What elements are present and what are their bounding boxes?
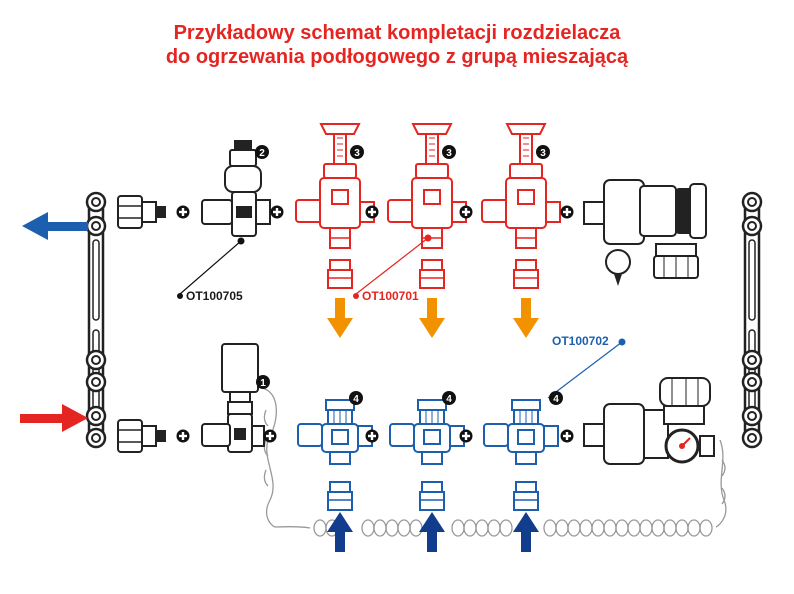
outlet-arrow-blue	[22, 212, 88, 240]
top-end-nut	[117, 195, 167, 229]
svg-text:3: 3	[354, 148, 360, 159]
svg-text:3: 3	[446, 148, 452, 159]
title-line-1: Przykładowy schemat kompletacji rozdziel…	[173, 22, 621, 44]
plus-icon	[560, 205, 574, 219]
left-bracket	[85, 191, 107, 449]
blue-arrow-3	[513, 512, 539, 552]
badge-4b: 4	[442, 391, 456, 405]
plus-icon	[365, 205, 379, 219]
blue-valve-1	[297, 399, 373, 511]
plus-icon	[176, 429, 190, 443]
plus-icon	[176, 205, 190, 219]
orange-arrow-3	[513, 298, 539, 338]
svg-text:4: 4	[353, 394, 359, 405]
svg-text:1: 1	[260, 378, 266, 389]
badge-3a: 3	[350, 145, 364, 159]
svg-text:4: 4	[553, 394, 559, 405]
plus-icon	[459, 429, 473, 443]
heating-coil	[261, 387, 727, 537]
badge-4c: 4	[549, 391, 563, 405]
leader-black	[179, 240, 242, 295]
svg-text:3: 3	[540, 148, 546, 159]
svg-text:4: 4	[446, 394, 452, 405]
bottom-end-nut	[117, 419, 167, 453]
plus-icon	[560, 429, 574, 443]
blue-arrow-1	[327, 512, 353, 552]
badge-3b: 3	[442, 145, 456, 159]
right-bracket	[741, 191, 763, 449]
blue-arrow-2	[419, 512, 445, 552]
code-black: OT100705	[186, 289, 243, 303]
bottom-right-group	[583, 377, 715, 465]
plus-icon	[263, 429, 277, 443]
badge-2: 2	[255, 145, 269, 159]
orange-arrow-2	[419, 298, 445, 338]
plus-icon	[365, 429, 379, 443]
leader-blue	[547, 341, 623, 399]
leader-red	[355, 237, 429, 295]
plus-icon	[270, 205, 284, 219]
svg-text:2: 2	[259, 148, 265, 159]
badge-1: 1	[256, 375, 270, 389]
blue-valve-2	[389, 399, 465, 511]
title-line-2: do ogrzewania podłogowego z grupą miesza…	[165, 46, 629, 68]
sensor-valve	[201, 343, 265, 453]
plus-icon	[459, 205, 473, 219]
inlet-arrow-red	[20, 404, 88, 432]
code-blue: OT100702	[552, 334, 609, 348]
badge-4a: 4	[349, 391, 363, 405]
orange-arrow-1	[327, 298, 353, 338]
black-valve	[201, 140, 271, 245]
code-red: OT100701	[362, 289, 419, 303]
badge-3c: 3	[536, 145, 550, 159]
blue-valve-3	[483, 399, 559, 511]
top-right-group	[583, 179, 707, 286]
